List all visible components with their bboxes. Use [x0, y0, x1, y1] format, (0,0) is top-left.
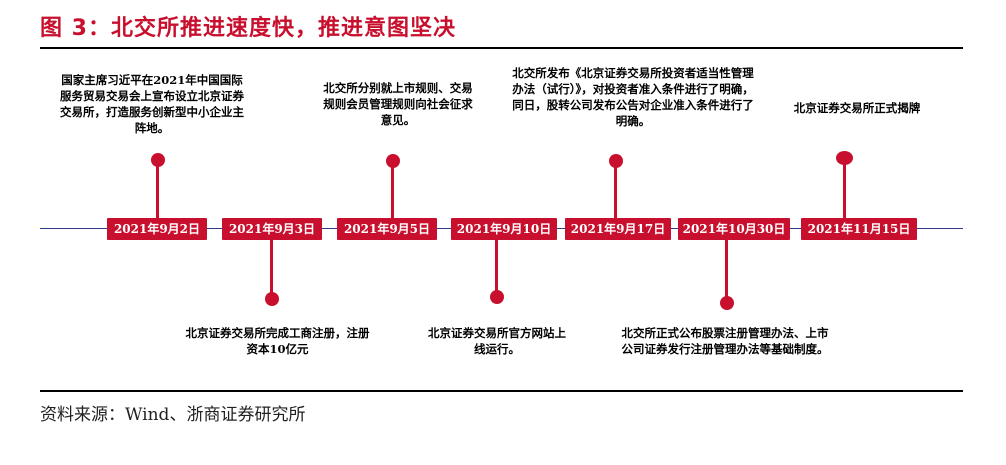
event-annotation-7: 北京证券交易所正式揭牌 — [793, 101, 921, 115]
event-dot-2 — [265, 292, 279, 306]
event-date-2: 2021年9月3日 — [222, 218, 322, 240]
source-note: 资料来源：Wind、浙商证券研究所 — [40, 405, 306, 425]
event-dot-1 — [151, 153, 165, 167]
event-annotation-1: 国家主席习近平在2021年中国国际服务贸易交易会上宣布设立北京证券交易所，打造服… — [60, 73, 244, 135]
event-dot-3 — [386, 154, 400, 168]
event-stem-2 — [270, 240, 273, 298]
event-stem-3 — [391, 162, 394, 218]
event-dot-5 — [609, 154, 623, 168]
event-annotation-6: 北交所正式公布股票注册管理办法、上市公司证券发行注册管理办法等基础制度。 — [621, 326, 829, 356]
event-date-5: 2021年9月17日 — [565, 218, 671, 240]
event-stem-6 — [725, 240, 728, 302]
event-date-4: 2021年9月10日 — [451, 218, 557, 240]
event-date-7: 2021年11月15日 — [801, 218, 917, 240]
event-date-3: 2021年9月5日 — [337, 218, 437, 240]
event-dot-6 — [720, 296, 734, 310]
event-stem-1 — [156, 160, 159, 218]
figure-title: 图 3：北交所推进速度快，推进意图坚决 — [40, 16, 456, 41]
bottom-rule — [40, 390, 963, 392]
event-stem-5 — [614, 162, 617, 218]
event-date-6: 2021年10月30日 — [678, 218, 790, 240]
event-annotation-5: 北交所发布《北京证券交易所投资者适当性管理办法（试行）》，对投资者准入条件进行了… — [512, 66, 754, 128]
event-dot-7 — [836, 151, 853, 165]
event-date-1: 2021年9月2日 — [107, 218, 207, 240]
event-annotation-3: 北交所分别就上市规则、交易规则会员管理规则向社会征求意见。 — [323, 81, 473, 127]
event-annotation-2: 北京证券交易所完成工商注册，注册资本10亿元 — [185, 326, 370, 356]
top-rule — [40, 47, 963, 49]
event-dot-4 — [490, 290, 504, 304]
event-annotation-4: 北京证券交易所官方网站上线运行。 — [428, 326, 566, 356]
event-stem-7 — [843, 160, 846, 218]
event-stem-4 — [495, 240, 498, 294]
